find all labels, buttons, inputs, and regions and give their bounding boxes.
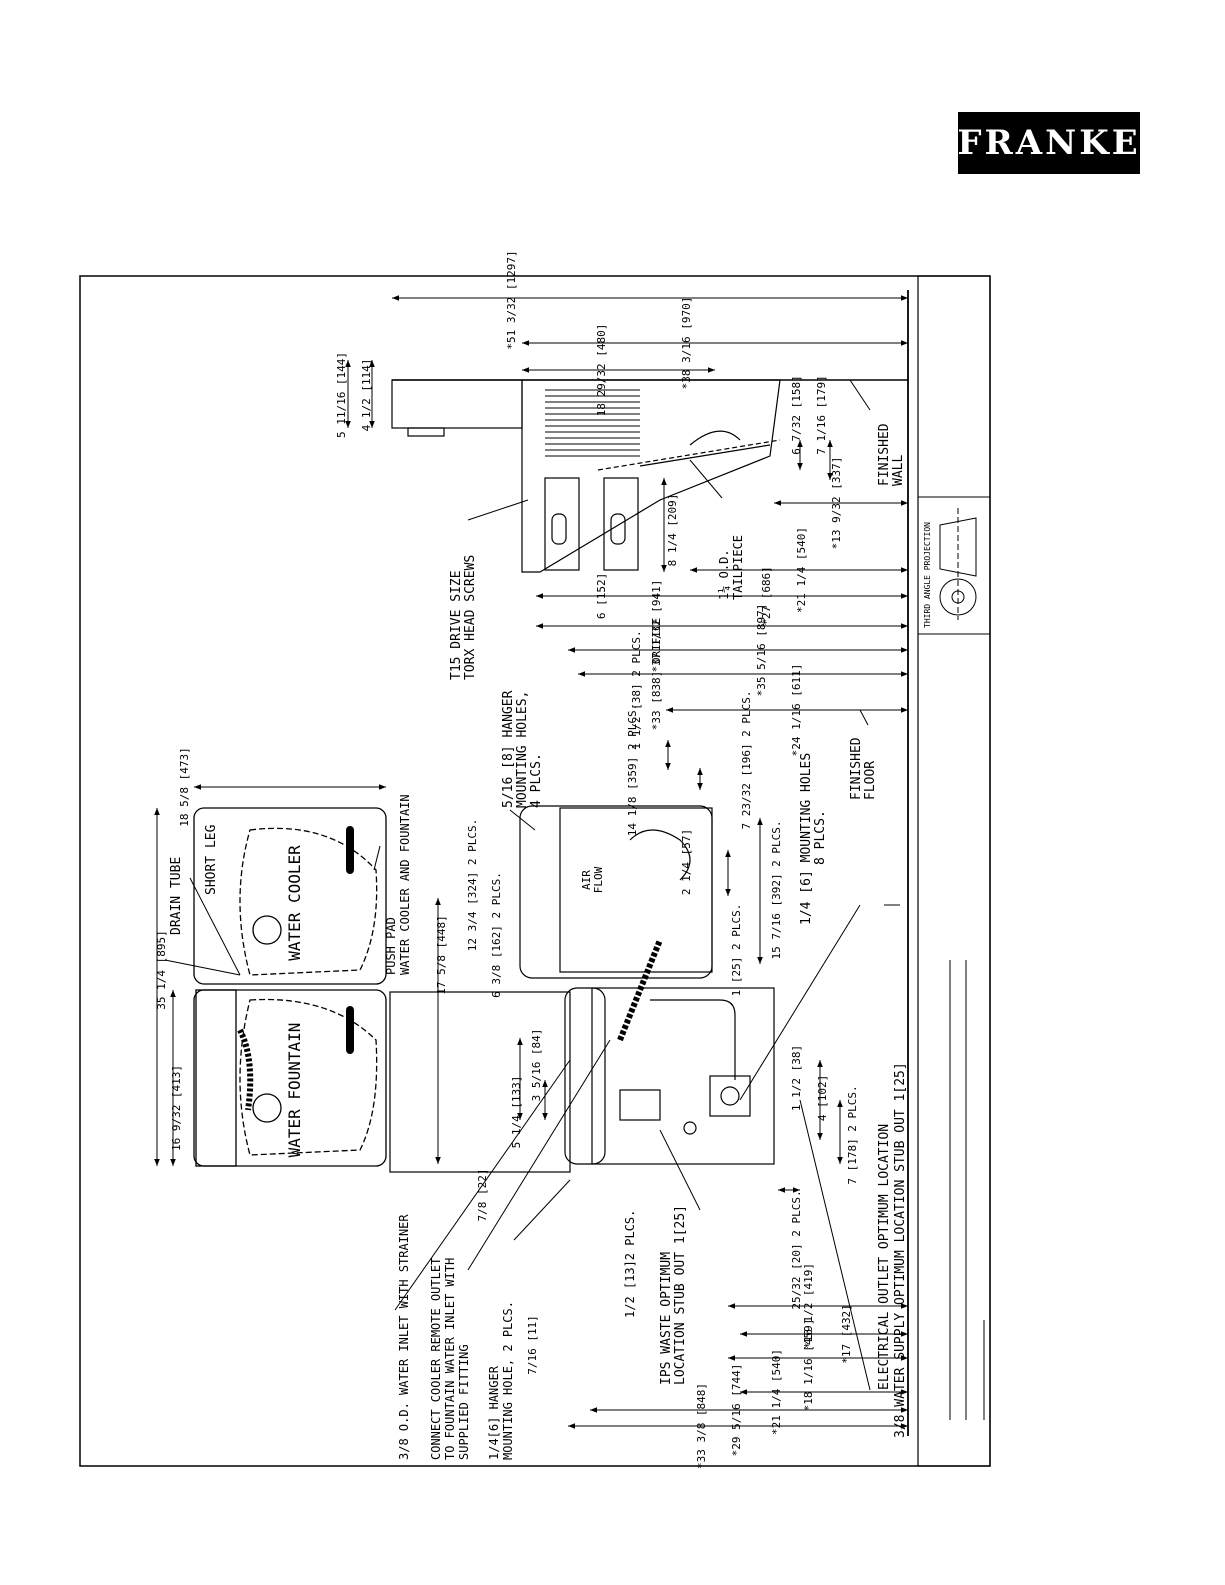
dim-359: 14 1/8 [359] 2 PLCS. <box>626 704 639 836</box>
dim-114: 4 1/2 [114] <box>360 359 373 432</box>
finished-floor-note-2: FLOOR <box>863 761 878 800</box>
dim-473: 18 5/8 [473] <box>178 747 191 826</box>
connect-note-1: CONNECT COOLER REMOTE OUTLET <box>429 1258 443 1460</box>
dim-196: 7 23/32 [196] 2 PLCS. <box>740 690 753 829</box>
dim-179: 7 1/16 [179] <box>815 375 828 454</box>
dim-432: *17 [432] <box>840 1304 853 1364</box>
dim-102: 4 [102] <box>816 1075 829 1121</box>
dim-895: 35 1/4 [895] <box>155 930 168 1009</box>
dim-744: *29 5/16 [744] <box>730 1364 743 1457</box>
dim-970: *38 3/16 [970] <box>680 297 693 390</box>
dim-209: 8 1/4 [209] <box>666 494 679 567</box>
dim-324: 12 3/4 [324] 2 PLCS. <box>466 819 479 951</box>
fountain-label: WATER FOUNTAIN <box>285 1023 304 1158</box>
dim-162: 6 3/8 [162] 2 PLCS. <box>490 872 503 998</box>
dim-1297: *51 3/32 [1297] <box>505 250 518 349</box>
dim-337: *13 9/32 [337] <box>830 457 843 550</box>
title-block: THIRD ANGLE PROJECTION <box>917 275 991 1467</box>
dim-686: *27 [686] <box>760 566 773 626</box>
dim-11: 7/16 [11] <box>526 1315 539 1375</box>
flow-label: FLOW <box>592 866 605 893</box>
tailpiece-note-2: TAILPIECE <box>731 535 745 600</box>
dim-144: 5 11/16 [144] <box>335 352 348 438</box>
mounting-6-note-2: 8 PLCS. <box>813 810 828 865</box>
cooler-label: WATER COOLER <box>285 845 304 961</box>
dim-38b: 1 1/2 [38] <box>790 1045 803 1111</box>
short-leg-note: SHORT LEG <box>204 824 219 895</box>
tailpiece-note-1: 1¼ O.D. <box>717 549 731 600</box>
torx-note-1: T15 DRIVE SIZE <box>449 570 464 680</box>
dim-392: 15 7/16 [392] 2 PLCS. <box>770 820 783 959</box>
dim-84: 3 5/16 [84] <box>530 1029 543 1102</box>
front-views <box>193 807 387 1167</box>
inlet-note: 3/8 O.D. WATER INLET WITH STRAINER <box>397 1214 411 1460</box>
dim-459: *18 1/16 [459] <box>802 1319 815 1412</box>
dim-897: *35 5/16 [897] <box>755 604 768 697</box>
hanger-8-note-1: 5/16 [8] HANGER <box>501 690 516 808</box>
dim-158: 6 7/32 [158] <box>790 375 803 454</box>
air-label: AIR <box>580 870 593 890</box>
projection-label: THIRD ANGLE PROJECTION <box>923 522 932 628</box>
side-view-grille <box>545 389 640 457</box>
drain-tube-note: DRAIN TUBE <box>169 857 184 935</box>
water-supply-note: 3/8 WATER SUPPLY OPTIMUM LOCATION STUB O… <box>893 1062 908 1438</box>
push-pad-note-2: WATER COOLER AND FOUNTAIN <box>398 794 412 975</box>
hanger-8-note-2: MOUNTING HOLES, <box>515 691 530 808</box>
finished-wall-note-1: FINISHED <box>877 423 892 486</box>
air-flow-label: AIR FLOW <box>580 866 605 893</box>
dim-57: 2 1/4 [57] <box>680 829 693 895</box>
connect-note-2: TO FOUNTAIN WATER INLET WITH <box>443 1258 457 1460</box>
dim-419: *16 1/2 [419] <box>802 1263 815 1349</box>
dim-25: 1 [25] 2 PLCS. <box>730 904 743 997</box>
water-cooler-label: WATER COOLER <box>285 845 304 961</box>
torx-note-2: TORX HEAD SCREWS <box>463 555 478 680</box>
dim-22: 7/8 [22] <box>476 1169 489 1222</box>
leader-lines <box>164 379 900 1391</box>
ips-note-2: LOCATION STUB OUT 1[25] <box>673 1205 688 1385</box>
electrical-note: ELECTRICAL OUTLET OPTIMUM LOCATION <box>877 1124 892 1390</box>
dim-133: 5 1/4 [133] <box>510 1076 523 1149</box>
finished-wall-note-2: WALL <box>891 455 906 486</box>
half-13-note: 1/2 [13]2 PLCS. <box>623 1210 637 1318</box>
dim-838: *33 [838] ORIFICE <box>650 618 663 731</box>
water-fountain-label: WATER FOUNTAIN <box>285 1023 304 1158</box>
finished-floor-note-1: FINISHED <box>849 737 864 800</box>
logo-text: FRANKE <box>957 123 1141 163</box>
dim-152: 6 [152] <box>595 573 608 619</box>
notes-and-dimensions: *51 3/32 [1297] *38 3/16 [970] 18 29/32 … <box>155 250 908 1469</box>
dim-540a: *21 1/4 [540] <box>795 527 808 613</box>
dim-941: *37 1/32 [941] <box>650 580 663 673</box>
dim-540b: *21 1/4 [540] <box>770 1349 783 1435</box>
dim-178: 7 [178] 2 PLCS. <box>846 1085 859 1184</box>
dim-20: 25/32 [20] 2 PLCS. <box>790 1190 803 1309</box>
dimension-lines <box>154 295 908 1429</box>
hanger-6-note-2: MOUNTING HOLE, 2 PLCS. <box>501 1301 515 1460</box>
projection-symbol <box>939 508 977 620</box>
side-view <box>391 379 781 573</box>
hanger-8-note-3: 4 PLCS. <box>529 753 544 808</box>
mounting-view <box>389 805 775 1173</box>
franke-logo: FRANKE <box>957 112 1141 174</box>
connect-note-3: SUPPLIED FITTING <box>457 1344 471 1460</box>
ips-note-1: IPS WASTE OPTIMUM <box>659 1252 674 1385</box>
hanger-6-note-1: 1/4[6] HANGER <box>487 1365 501 1460</box>
dim-848: *33 3/8 [848] <box>695 1383 708 1469</box>
dim-611: *24 1/16 [611] <box>790 664 803 757</box>
dim-38a: 1 1/2 [38] 2 PLCS. <box>630 630 643 749</box>
dim-448: 17 5/8 [448] <box>435 915 448 994</box>
dim-480: 18 29/32 [480] <box>595 324 608 417</box>
push-pad-note-1: PUSH PAD <box>384 917 398 975</box>
dim-413: 16 9/32 [413] <box>170 1065 183 1151</box>
mounting-6-note-1: 1/4 [6] MOUNTING HOLES <box>799 753 814 925</box>
